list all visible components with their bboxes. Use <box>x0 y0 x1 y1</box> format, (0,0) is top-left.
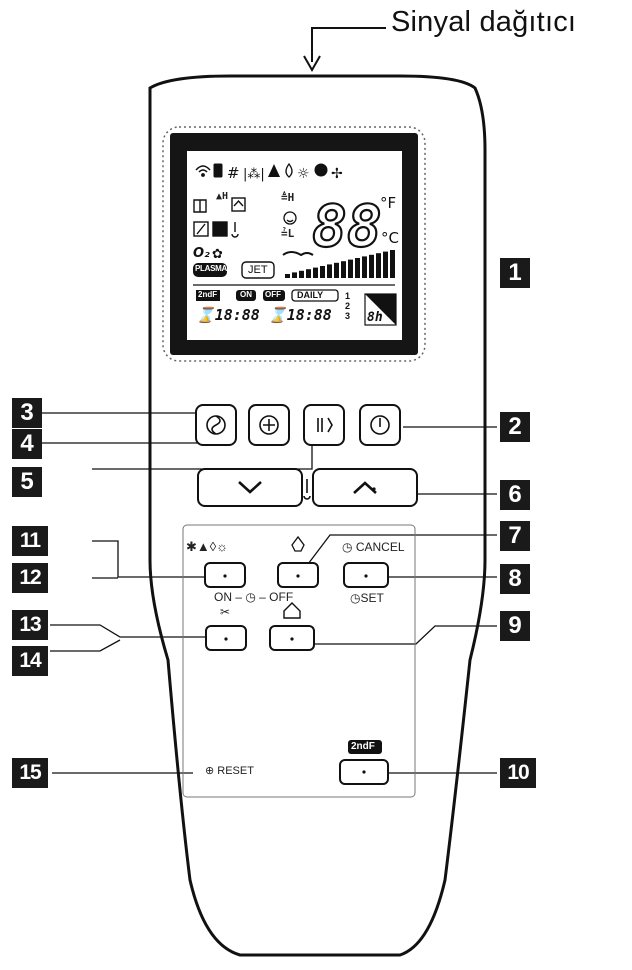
timer-on-digits: ⌛18:88 <box>196 306 260 324</box>
fan-level-bar <box>292 272 297 278</box>
callout-10: 10 <box>500 758 536 788</box>
callout-1: 1 <box>500 258 530 288</box>
fan-level-bar <box>327 264 332 278</box>
callout-9: 9 <box>500 611 530 641</box>
fan-icon: ✢ <box>331 166 343 182</box>
daily-indicator <box>291 289 339 302</box>
fan-level-bars <box>285 250 395 278</box>
fan-level-bar <box>369 254 374 278</box>
callout-12: 12 <box>12 563 48 593</box>
callout-8: 8 <box>500 564 530 594</box>
battery-icon <box>213 163 223 178</box>
fan-level-bar <box>390 250 395 278</box>
second-f-indicator <box>196 290 220 301</box>
plasma-indicator-box <box>193 263 227 277</box>
fan-level-bar <box>383 251 388 278</box>
fan-level-bar <box>376 253 381 278</box>
jet-icon-label: ✂ <box>220 605 231 619</box>
callout-7: 7 <box>500 521 530 551</box>
plasma-label: PLASMA <box>195 264 227 273</box>
jet-indicator-box <box>241 261 275 279</box>
unit-c: °C <box>381 229 399 247</box>
callout-15: 15 <box>12 758 48 788</box>
timer-mode-corner <box>365 294 396 325</box>
fan-level-bar <box>306 269 311 278</box>
house-icon <box>231 197 246 212</box>
plasma-flower-icon: ✿ <box>212 247 223 262</box>
fan-level-bar <box>313 267 318 278</box>
filter-icon <box>212 221 228 237</box>
clean-icon <box>193 221 209 237</box>
hours-indicator: 8h <box>367 310 383 325</box>
fan-speed-icons <box>282 211 314 257</box>
cancel-label: ◷ CANCEL <box>342 540 405 554</box>
reset-label: ⊕ RESET <box>205 765 254 777</box>
set-label: ◷SET <box>350 591 384 605</box>
fan-level-bar <box>362 256 367 278</box>
on-indicator <box>236 290 256 301</box>
unit-f: °F <box>380 194 396 212</box>
callout-4: 4 <box>12 429 42 459</box>
second-f-btn-label: 2ndF <box>351 741 375 752</box>
off-lcd-label: OFF <box>265 290 281 299</box>
fan-level-bar <box>355 258 360 278</box>
grid-icon: # <box>227 164 240 182</box>
fan-level-bar <box>334 262 339 278</box>
lcd-screen <box>187 151 402 340</box>
fan-level-bar <box>299 270 304 278</box>
fan-high-label: ▲H <box>216 191 229 202</box>
lcd-left-icons: O₂ ✿ <box>193 197 246 262</box>
fan-level-bar <box>341 261 346 278</box>
jet-label: JET <box>248 264 268 276</box>
sleep-icon <box>314 163 328 177</box>
callout-13: 13 <box>12 610 48 640</box>
callout-2: 2 <box>500 412 530 442</box>
callout-3: 3 <box>12 398 42 428</box>
lcd-frame <box>162 126 426 362</box>
off-indicator <box>263 290 285 301</box>
smiley-icon <box>283 211 297 225</box>
timer-off-digits: ⌛18:88 <box>268 306 332 324</box>
book-icon <box>193 199 207 213</box>
swing-icon: |⁂| <box>243 167 265 182</box>
lcd-top-icons: # |⁂| ☼ ✢ <box>195 162 343 182</box>
o2-icon: O₂ <box>193 246 210 261</box>
signal-arrow <box>303 27 386 73</box>
callout-11: 11 <box>12 526 48 556</box>
fan-level-bar <box>348 259 353 278</box>
drop-icon <box>285 162 293 178</box>
on-lcd-label: ON <box>240 290 252 299</box>
fan-level-bar <box>285 274 290 278</box>
dry-icon <box>268 164 280 177</box>
fan-high-text: ≜H <box>281 191 295 204</box>
fan-low-text: ≟L <box>281 227 295 240</box>
temp-digits: 88 <box>312 192 382 260</box>
on-off-label: ON – ◷ – OFF <box>214 590 294 604</box>
wind-icon <box>282 251 314 257</box>
callout-6: 6 <box>500 480 530 510</box>
signal-emitter-label: Sinyal dağıtıcı <box>391 6 577 38</box>
mode-icons-label: ✱▲◊☼ <box>186 539 229 554</box>
thermo-small-icon <box>231 222 239 238</box>
callout-5: 5 <box>12 467 42 497</box>
sun-icon: ☼ <box>297 166 310 182</box>
fan-level-bar <box>320 266 325 278</box>
signal-icon <box>195 165 211 173</box>
callout-14: 14 <box>12 646 48 676</box>
second-f-lcd-label: 2ndF <box>198 290 218 299</box>
daily-lcd-label: DAILY <box>297 290 324 300</box>
